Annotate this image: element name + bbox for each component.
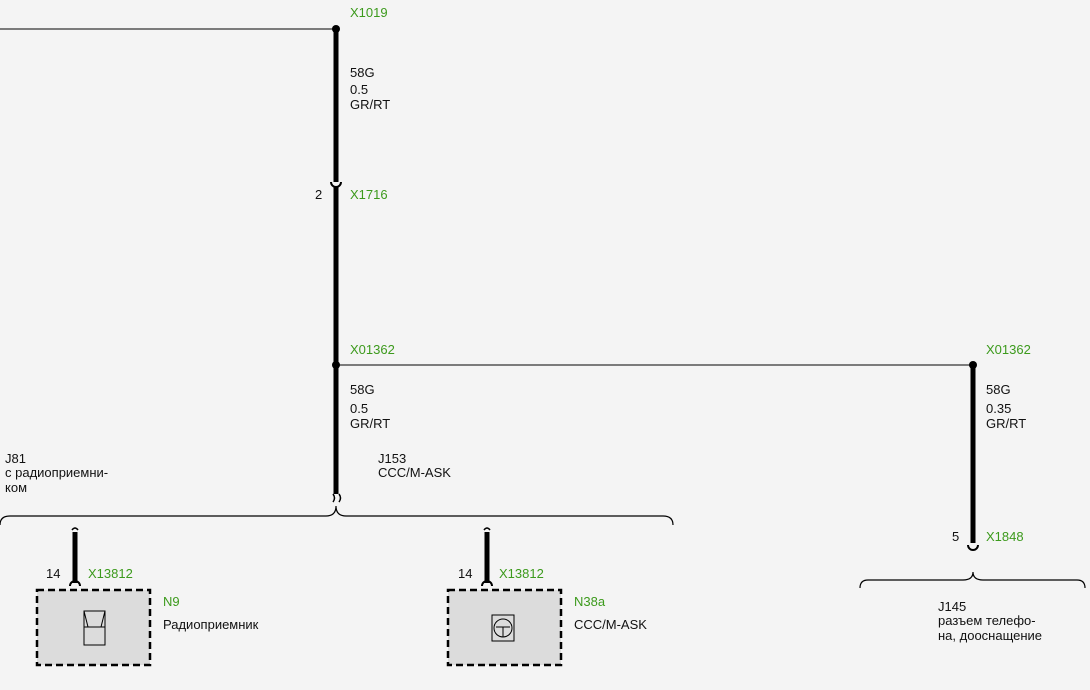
pin-number: 5 (952, 529, 959, 544)
component-name: Радиоприемник (163, 617, 259, 632)
component-box-n38a[interactable] (446, 588, 563, 667)
wire-size: 0.5 (350, 82, 368, 97)
connector-label-x1716[interactable]: X1716 (350, 187, 388, 202)
junction-id-j153: J153 (378, 451, 406, 466)
wire-break-symbol (71, 527, 79, 531)
splice-dot-x1019[interactable] (332, 25, 340, 33)
junction-desc: ком (5, 480, 27, 495)
connector-x1848-symbol (967, 544, 979, 551)
junction-desc: с радиоприемни- (5, 465, 108, 480)
wire-size: 0.5 (350, 401, 368, 416)
component-name: CCC/M-ASK (574, 617, 647, 632)
component-id-n38a[interactable]: N38a (574, 594, 606, 609)
wire-code: 58G (350, 65, 375, 80)
wire-code: 58G (986, 382, 1011, 397)
junction-desc: на, дооснащение (938, 628, 1042, 643)
splice-dot-x01362-right[interactable] (969, 361, 977, 369)
brace-left (0, 505, 674, 526)
pin-number: 14 (458, 566, 472, 581)
radio-icon (83, 610, 106, 646)
pin-number: 14 (46, 566, 60, 581)
wire-size: 0.35 (986, 401, 1011, 416)
connector-label-x13812[interactable]: X13812 (499, 566, 544, 581)
junction-desc: разъем телефо- (938, 613, 1036, 628)
connector-x13812-symbol (69, 580, 81, 587)
component-box-n9[interactable] (35, 588, 152, 667)
wire-color: GR/RT (350, 416, 390, 431)
wire-code: 58G (350, 382, 375, 397)
connector-x13812-symbol (481, 580, 493, 587)
steering-wheel-icon (491, 614, 515, 642)
wire-color: GR/RT (986, 416, 1026, 431)
component-id-n9[interactable]: N9 (163, 594, 180, 609)
connector-label-x01362[interactable]: X01362 (350, 342, 395, 357)
wire-break-symbol (483, 527, 491, 531)
connector-label-x01362[interactable]: X01362 (986, 342, 1031, 357)
connector-label-x13812[interactable]: X13812 (88, 566, 133, 581)
connector-label-x1848[interactable]: X1848 (986, 529, 1024, 544)
pin-number: 2 (315, 187, 322, 202)
junction-id-j81: J81 (5, 451, 26, 466)
junction-desc: CCC/M-ASK (378, 465, 451, 480)
wire-color: GR/RT (350, 97, 390, 112)
wire-break-symbol (332, 493, 342, 503)
splice-dot-x01362-left[interactable] (332, 361, 340, 369)
brace-right (859, 571, 1086, 589)
junction-id-j145: J145 (938, 599, 966, 614)
connector-label-x1019[interactable]: X1019 (350, 5, 388, 20)
